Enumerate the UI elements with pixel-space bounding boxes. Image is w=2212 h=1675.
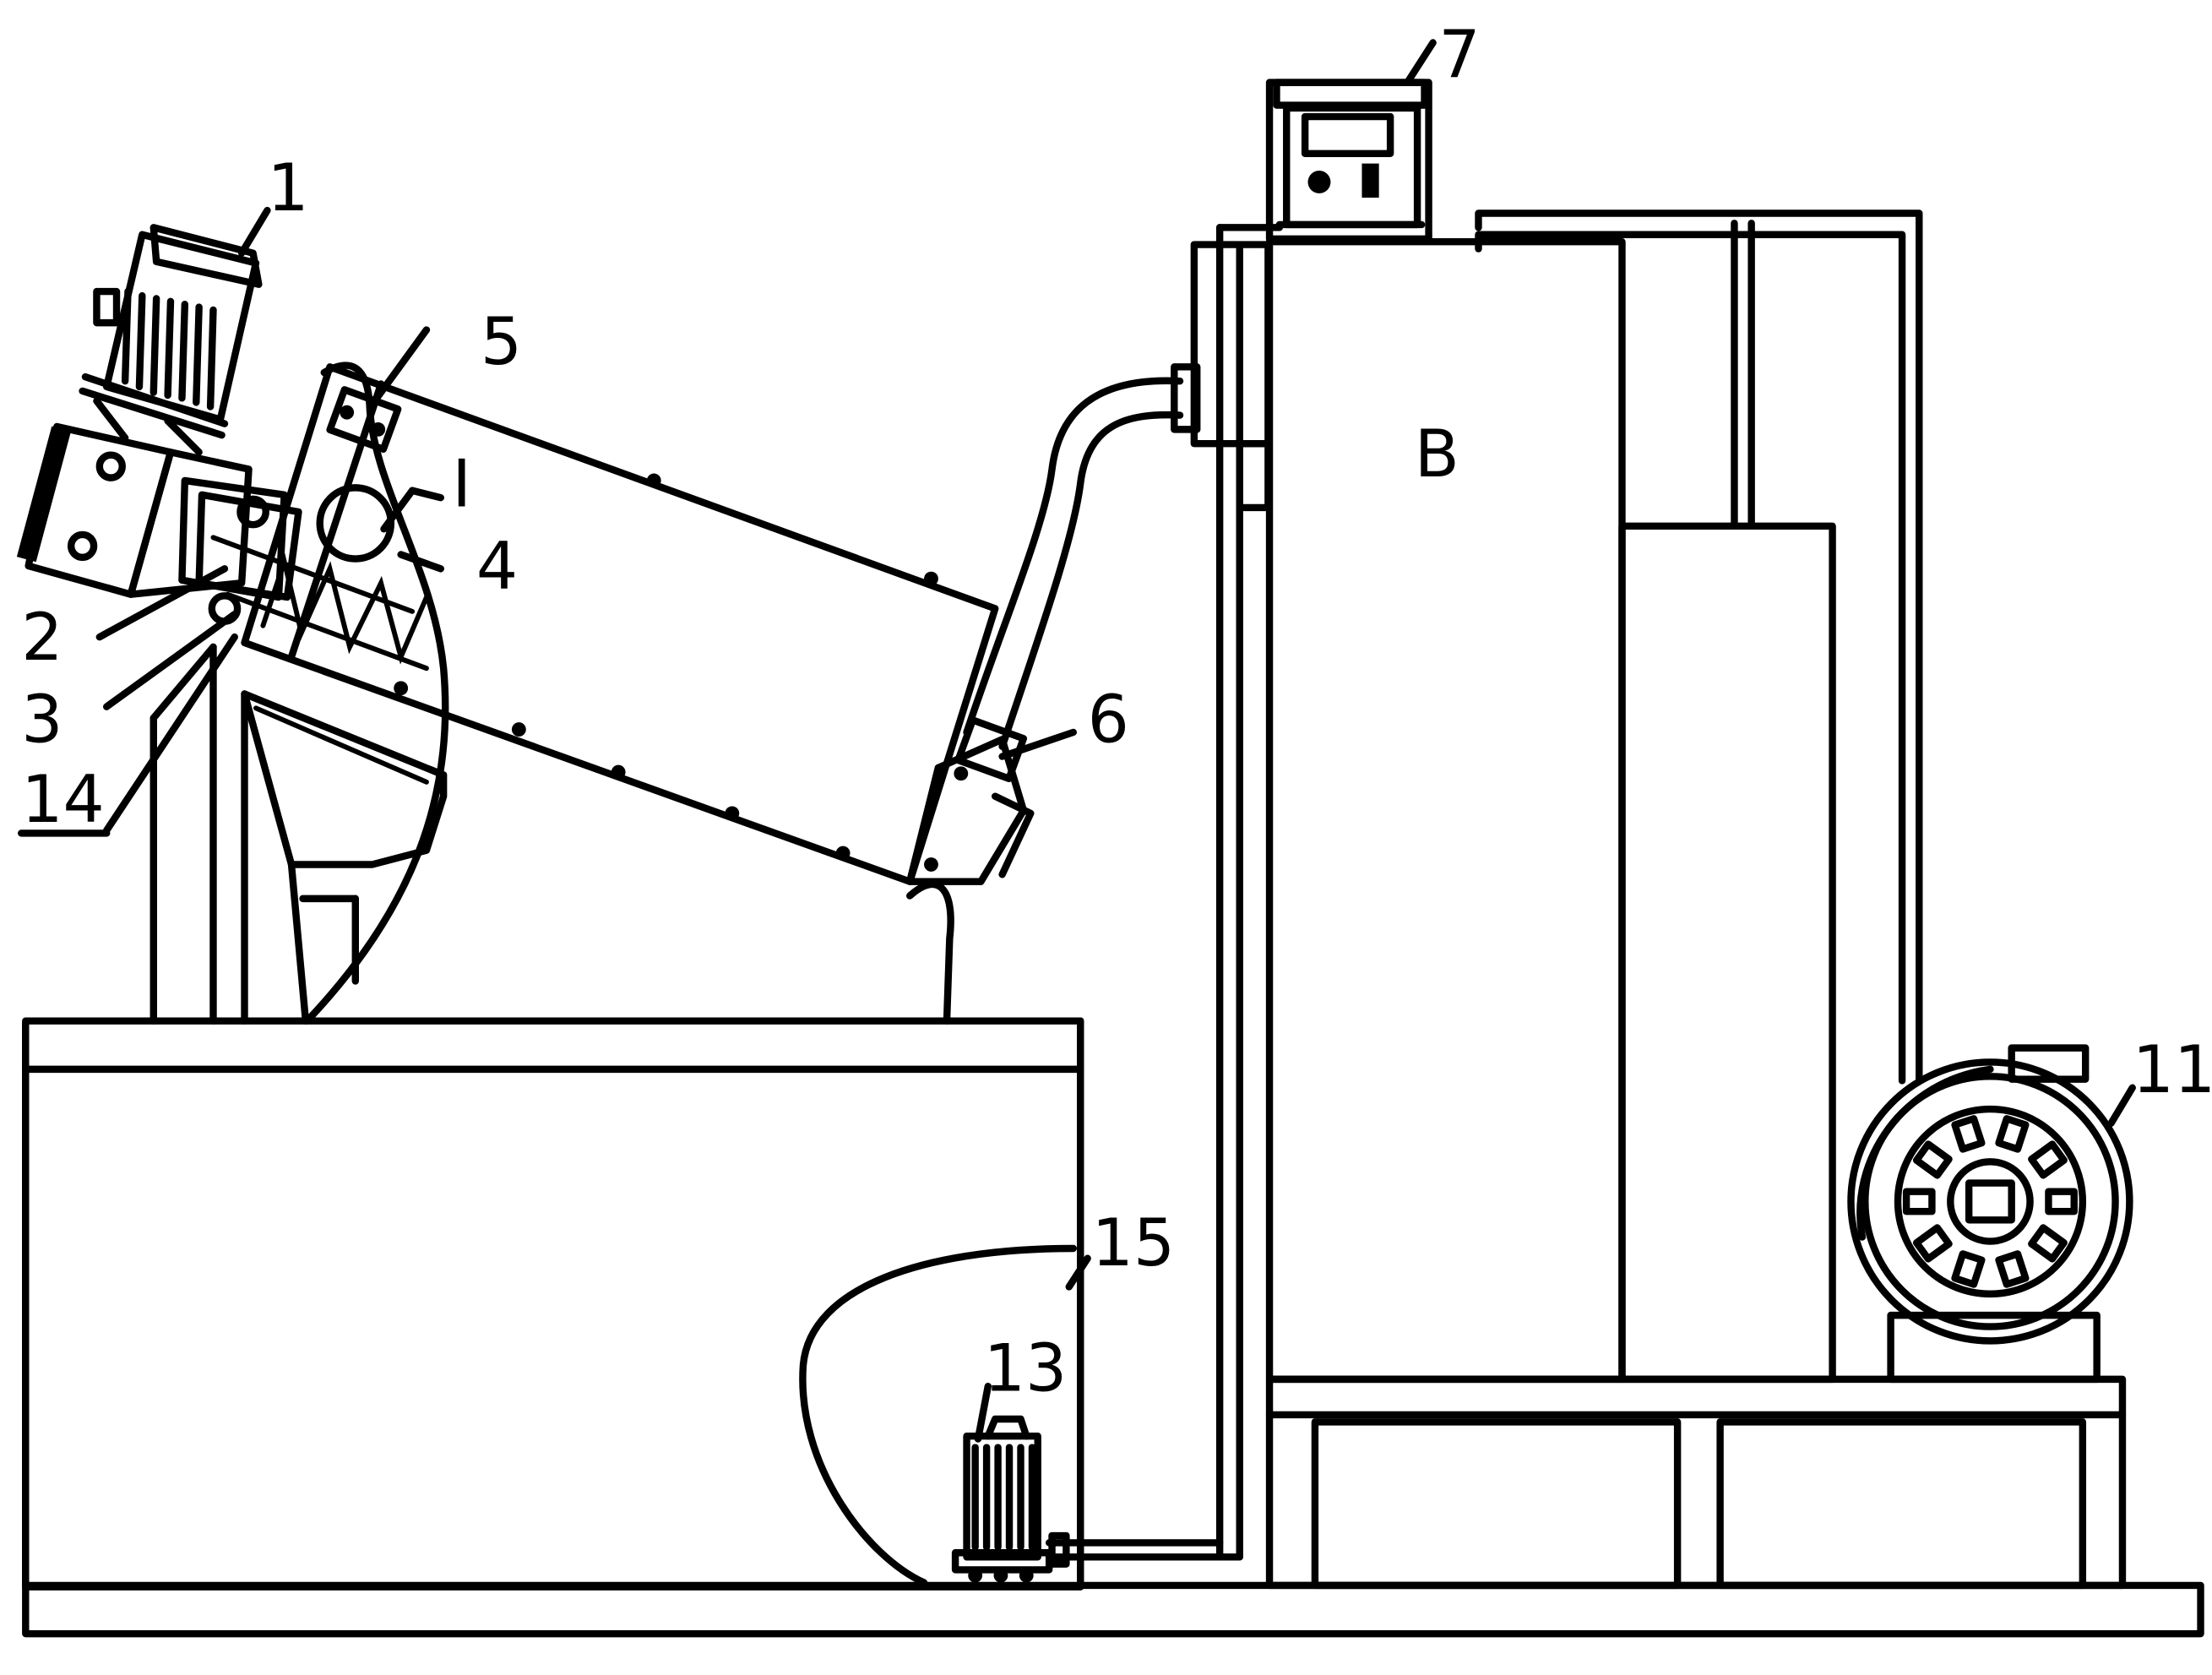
submersible-pump [951, 1415, 1243, 1583]
control-box [1265, 79, 1432, 243]
discharge-outlet [906, 716, 1035, 885]
impeller-slot [2045, 1188, 2078, 1215]
impeller-slot [1995, 1115, 2030, 1153]
impeller-slot [1912, 1224, 1953, 1263]
impeller-slot [1912, 1140, 1953, 1179]
impeller-slot [1902, 1188, 1936, 1215]
transfer-pipe [963, 363, 1201, 750]
impeller-slot [1995, 1250, 2030, 1288]
labels: 1 5 I 4 2 3 14 6 7 B 11 13 15 [21, 17, 2212, 1406]
label-3: 3 [21, 683, 63, 759]
blower-pump [1847, 1044, 2133, 1384]
label-11: 11 [2133, 1032, 2212, 1108]
label-4: 4 [476, 529, 518, 605]
lower-frame [1265, 1375, 2127, 1590]
label-i: I [452, 446, 471, 522]
label-13: 13 [984, 1330, 1068, 1406]
leader-lines [18, 39, 2136, 1443]
curved-screen [799, 1244, 1077, 1586]
drive-motor [16, 224, 302, 625]
label-2: 2 [21, 600, 63, 676]
screw-barrel [210, 363, 999, 885]
impeller-slot [2028, 1224, 2068, 1263]
label-6: 6 [1088, 683, 1129, 759]
label-15: 15 [1092, 1205, 1176, 1281]
label-b: B [1415, 416, 1459, 492]
machine-body [149, 362, 954, 1025]
impeller-slot [1951, 1250, 1986, 1288]
impeller-slot [1951, 1115, 1986, 1153]
label-1: 1 [267, 150, 308, 226]
label-14: 14 [21, 762, 105, 838]
label-5: 5 [481, 304, 522, 380]
label-7: 7 [1438, 17, 1480, 93]
impeller-slot [2028, 1140, 2068, 1179]
left-tank [22, 1017, 1084, 1591]
tank-b [1190, 209, 1923, 1561]
